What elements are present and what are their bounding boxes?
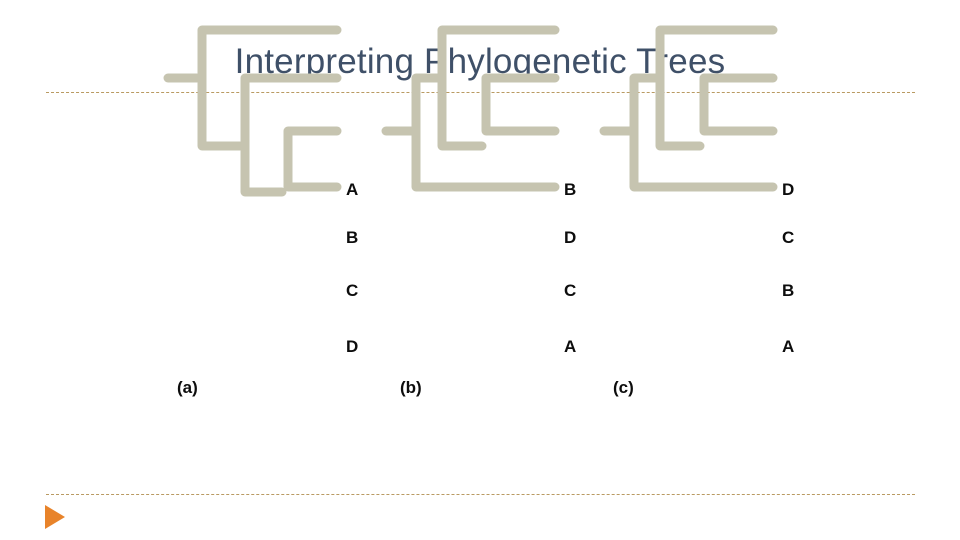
taxon-label-c-1: D [782, 180, 795, 199]
taxon-label-a-4: D [346, 337, 359, 356]
phylogeny-panel-b: B D C A (b) [378, 0, 638, 420]
play-triangle-icon[interactable] [45, 505, 65, 529]
clade-a-node3 [283, 126, 342, 192]
taxon-label-b-2: D [564, 228, 577, 247]
taxon-label-a-2: B [346, 228, 359, 247]
phylogeny-panel-c: D C B A (c) [596, 0, 856, 420]
panel-caption-c: (c) [613, 378, 634, 397]
taxon-label-b-3: C [564, 281, 577, 300]
clade-a-root [197, 25, 342, 151]
divider-top [46, 92, 915, 93]
taxon-label-b-1: B [564, 180, 577, 199]
taxon-label-c-4: A [782, 337, 795, 356]
clade-b-root [411, 73, 560, 192]
clade-b-node3 [481, 73, 560, 136]
taxon-label-a-1: A [346, 180, 359, 199]
phylogeny-panel-a: A B C D (a) [160, 0, 420, 420]
clade-c-root [629, 73, 778, 192]
taxon-label-a-3: C [346, 281, 359, 300]
taxon-label-c-2: C [782, 228, 795, 247]
clade-c-node3 [699, 73, 778, 136]
panel-caption-b: (b) [400, 378, 422, 397]
clade-b-node2 [437, 25, 560, 151]
divider-bottom [46, 494, 915, 495]
taxon-label-b-4: A [564, 337, 577, 356]
taxon-label-c-3: B [782, 281, 795, 300]
panel-caption-a: (a) [177, 378, 198, 397]
clade-c-node2 [655, 25, 778, 151]
clade-a-node2 [240, 73, 342, 197]
